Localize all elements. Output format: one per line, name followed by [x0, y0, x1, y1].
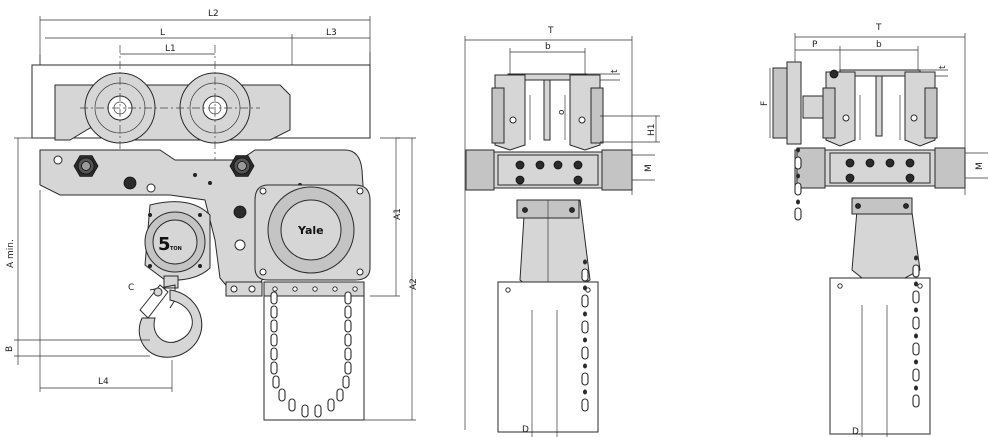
dim-D-side: D	[522, 425, 529, 435]
hand-wheel-housing: Yale	[254, 184, 371, 281]
load-hook	[138, 275, 203, 358]
dim-P-geared: P	[812, 40, 818, 50]
front-view: 5 TON Yale	[5, 9, 419, 421]
dim-C: C	[128, 283, 134, 293]
front-dimensions: L2 L L3 L1 A min. B A1 A2 L4 C	[5, 9, 419, 421]
dim-T-side: T	[547, 26, 554, 36]
brand-label: Yale	[297, 224, 324, 237]
dim-D-geared: D	[852, 427, 859, 437]
dim-H1-side: H1	[647, 124, 657, 137]
dim-A1: A1	[393, 208, 403, 220]
dim-L3: L3	[326, 28, 337, 38]
dim-L2: L2	[208, 9, 219, 19]
dim-t-side: t	[610, 69, 620, 73]
dim-T-geared: T	[875, 23, 882, 33]
dim-M-geared: M	[975, 162, 985, 170]
gear-chain	[794, 147, 802, 221]
dim-b-side: b	[545, 42, 551, 52]
dim-M-side: M	[644, 164, 654, 172]
dim-B: B	[5, 346, 15, 352]
dim-L4: L4	[98, 377, 109, 387]
svg-text:o: o	[557, 109, 567, 115]
gear-wheel	[786, 61, 802, 145]
dim-F-geared: F	[760, 101, 770, 106]
dim-L1: L1	[165, 44, 176, 54]
dim-L: L	[160, 28, 165, 38]
hoist-body: 5 TON	[144, 201, 211, 281]
dim-A2: A2	[409, 278, 419, 290]
dim-b-geared: b	[876, 40, 882, 50]
capacity-value: 5	[158, 234, 171, 255]
dim-t-geared: t	[938, 65, 948, 69]
geared-view: T P b t F M D	[760, 23, 988, 437]
capacity-unit: TON	[170, 246, 182, 252]
dim-A-min: A min.	[6, 239, 16, 268]
side-view: T b t o H1 M D	[464, 26, 660, 437]
